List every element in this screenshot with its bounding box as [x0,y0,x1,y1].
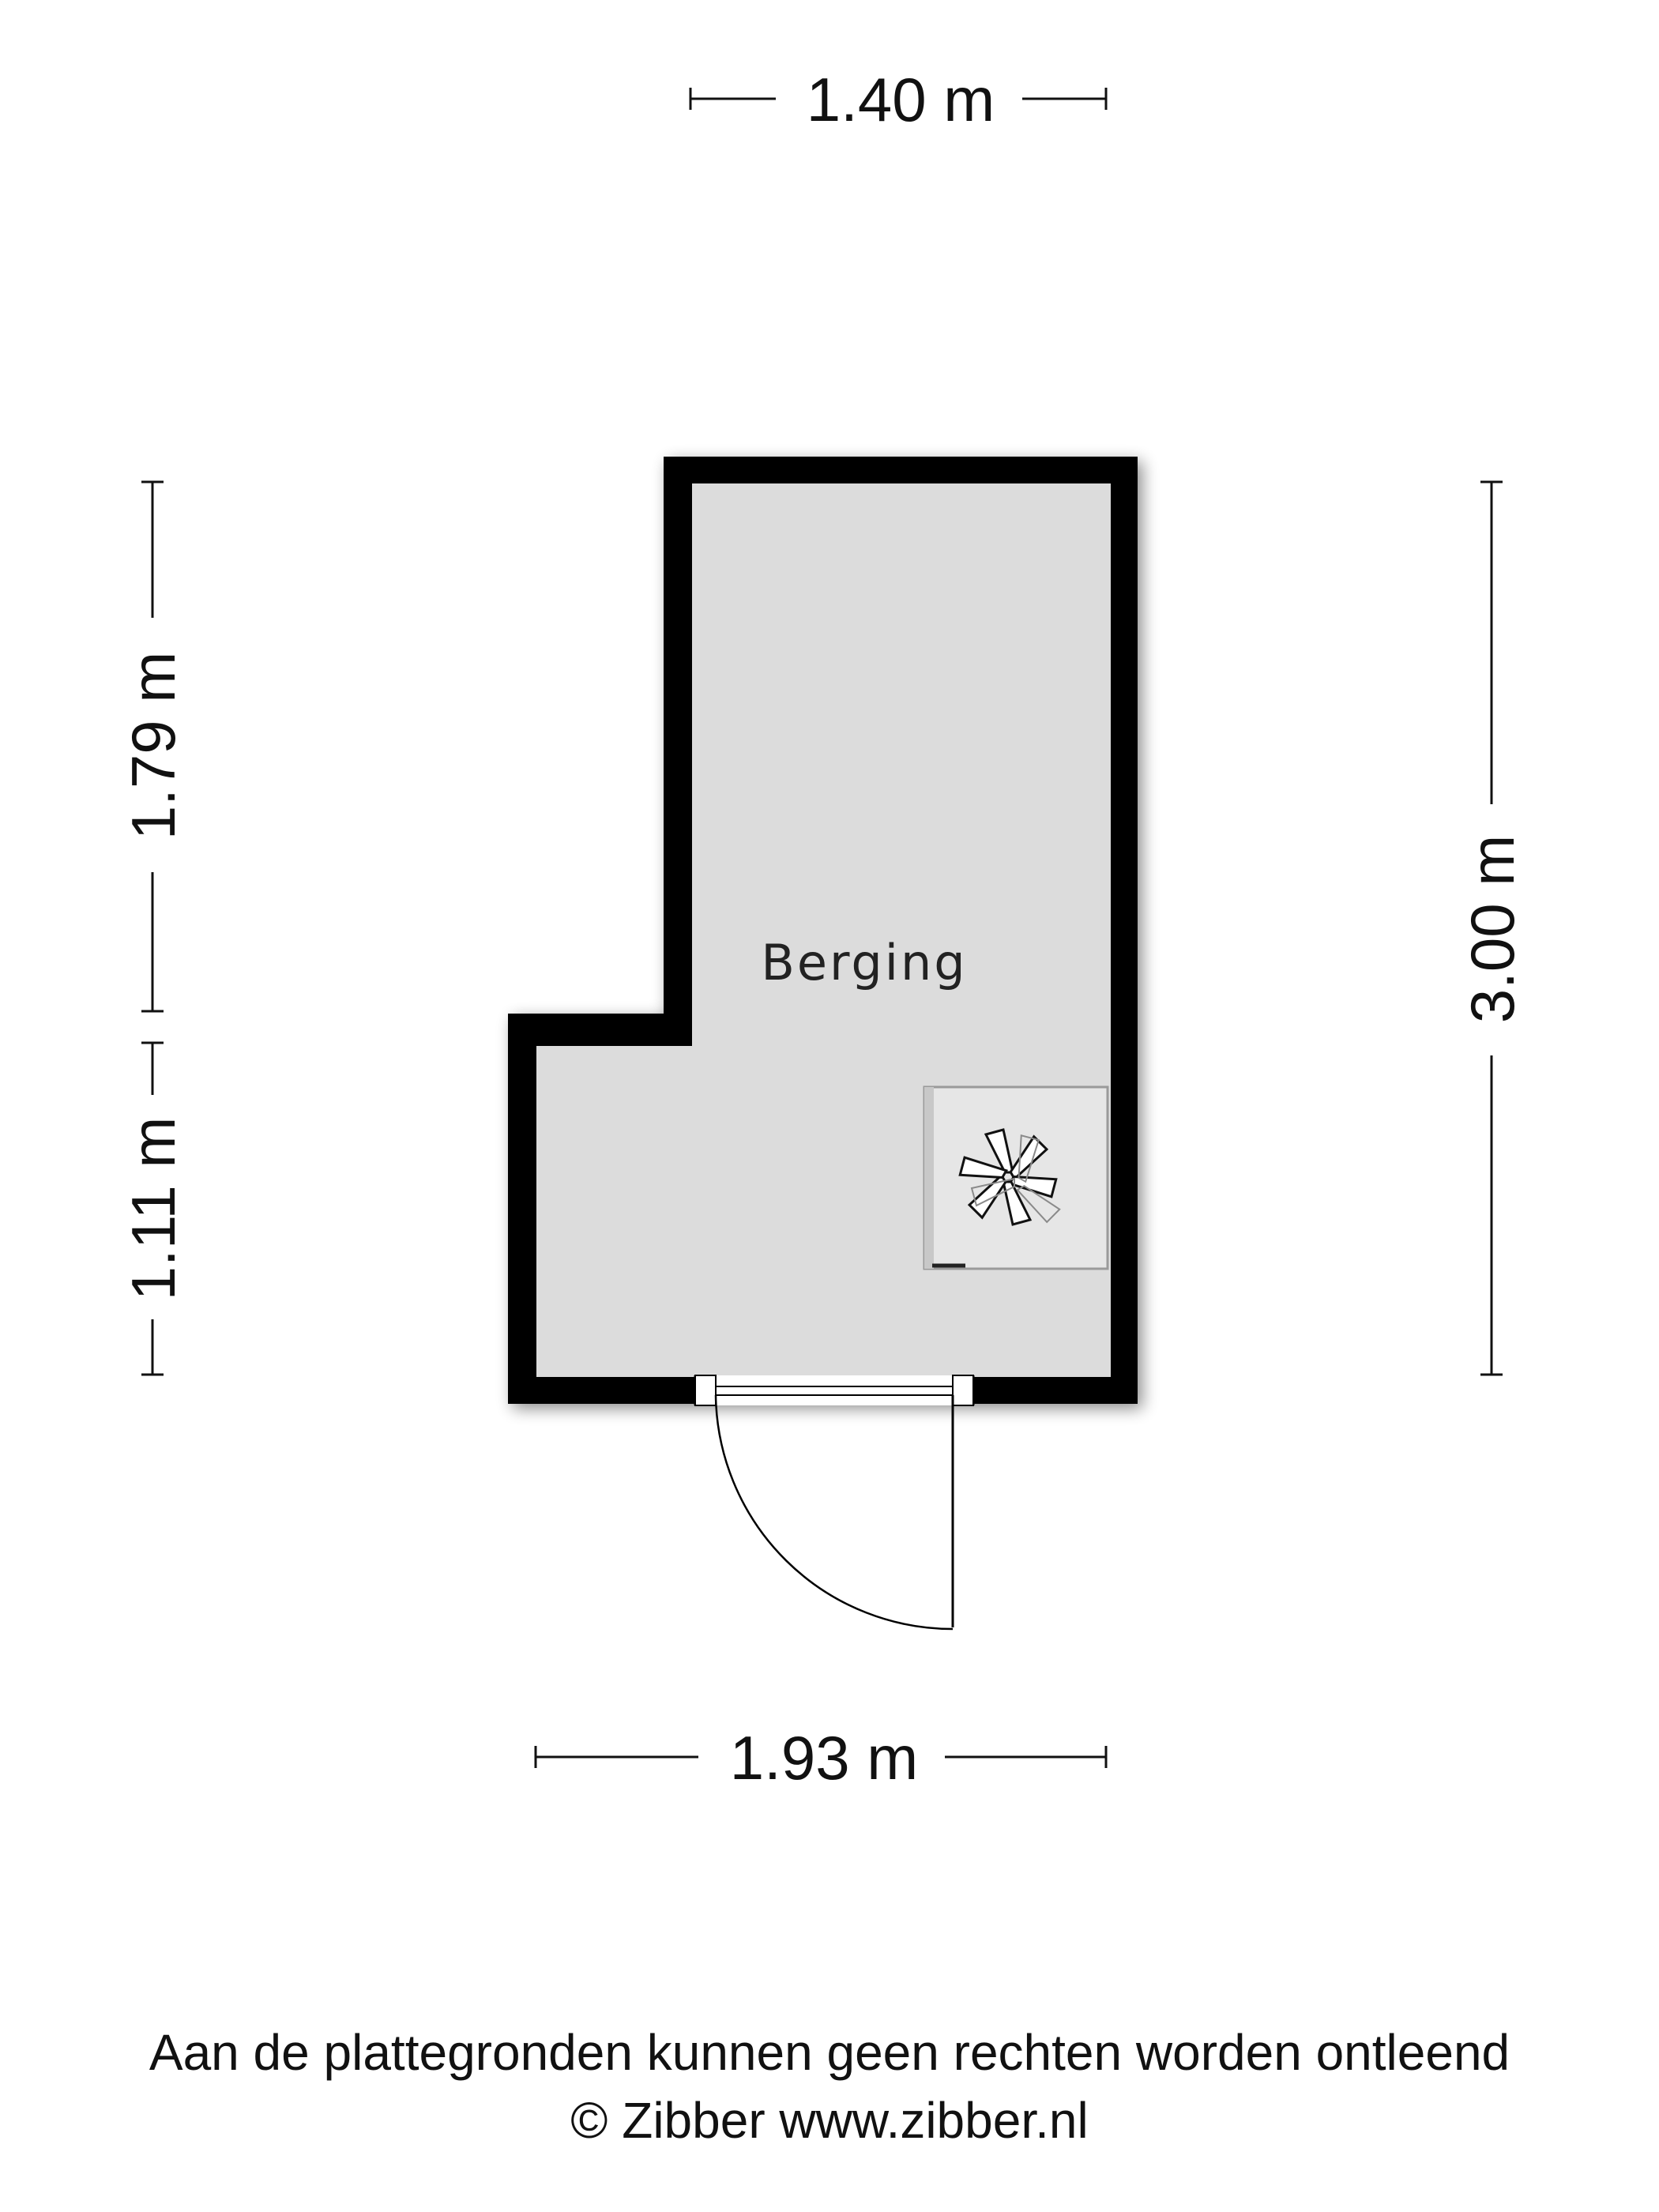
dimension-bottom-label: 1.93 m [730,1723,918,1793]
dimension-left: 1.79 m 1.11 m [118,480,188,1376]
boiler-unit [923,1085,1109,1270]
room-label: Berging [761,934,967,991]
dimension-top: 1.40 m [689,65,1108,134]
door-opening [695,1375,973,1405]
copyright-text: © Zibber www.zibber.nl [570,2092,1089,2149]
door [694,1375,975,1631]
door-swing-arc [714,1394,954,1631]
disclaimer-text: Aan de plattegronden kunnen geen rechten… [149,2024,1510,2081]
dimension-right: 3.00 m [1458,480,1527,1376]
door-frame-right [952,1375,974,1406]
dimension-right-label: 3.00 m [1458,835,1527,1023]
dimension-top-label: 1.40 m [807,65,995,134]
dimension-bottom: 1.93 m [534,1723,1108,1793]
dimension-left-upper-label: 1.79 m [118,652,188,840]
door-frame-left [694,1375,717,1406]
dimension-left-lower-label: 1.11 m [118,1117,188,1301]
ventilation-fan-icon [958,1128,1061,1226]
